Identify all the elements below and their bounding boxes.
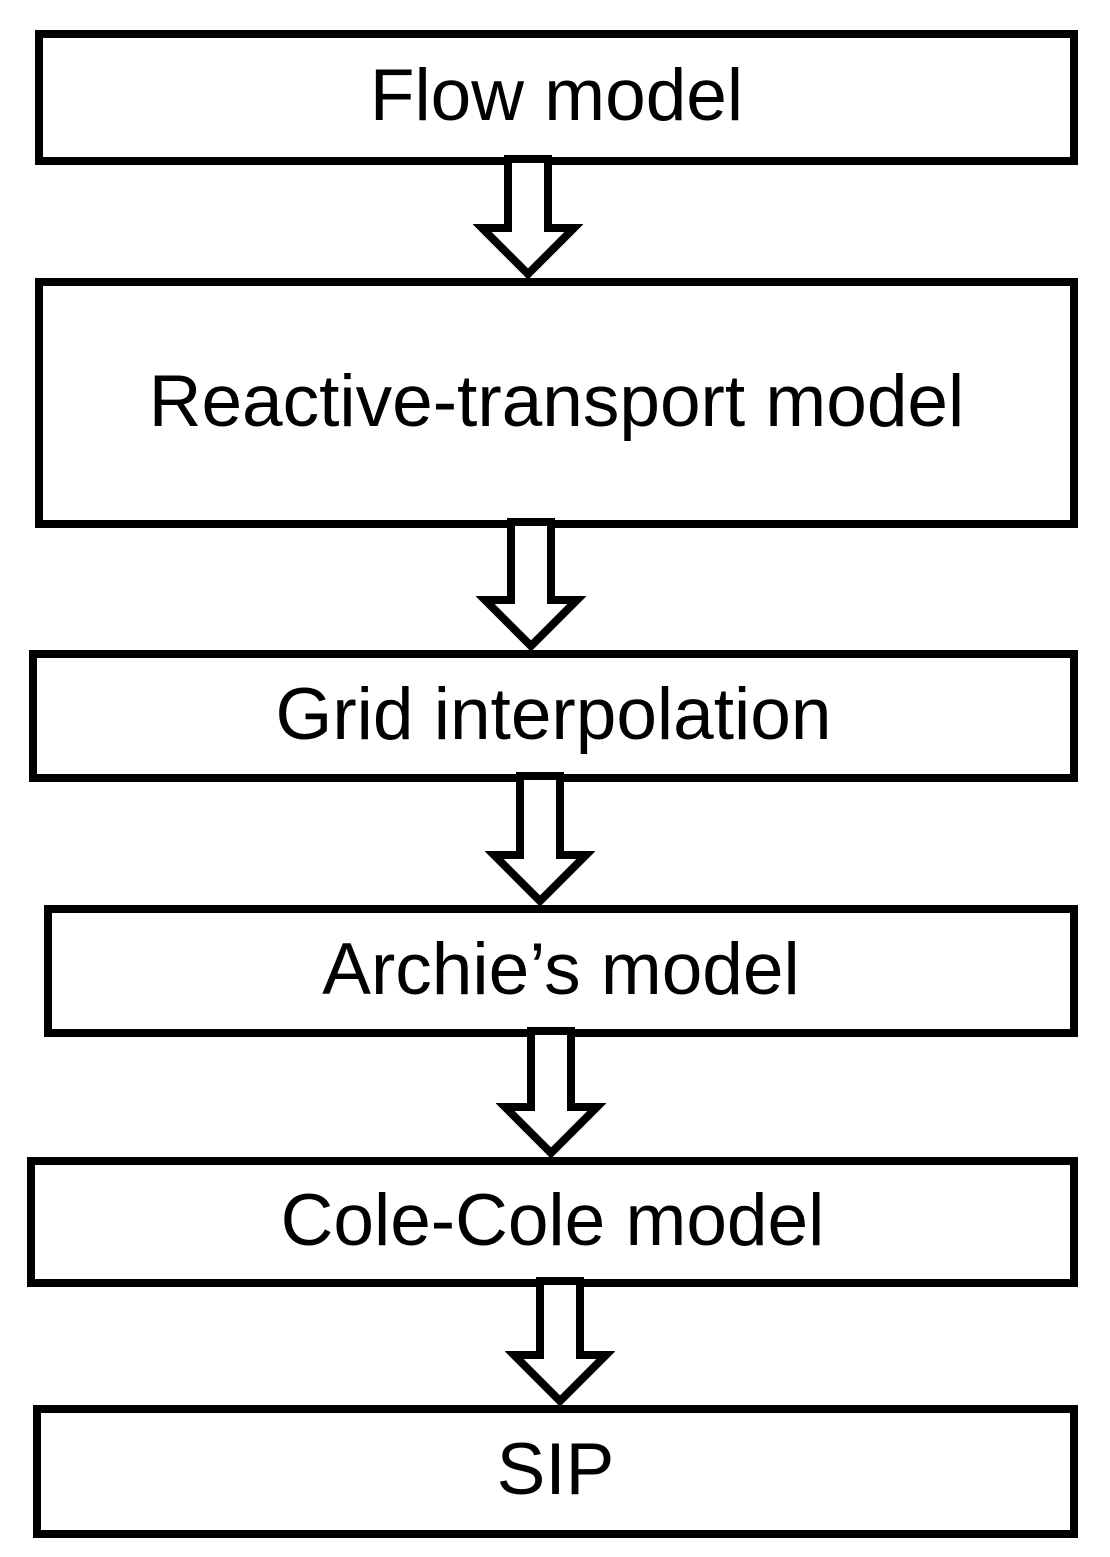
flowchart-box-label: Reactive-transport model (148, 360, 965, 442)
flowchart-box-cole-cole-model: Cole-Cole model (27, 1157, 1078, 1287)
flowchart-box-reactive-transport-model: Reactive-transport model (35, 278, 1078, 528)
block-arrow-down-icon (473, 155, 583, 278)
flowchart-box-label: Flow model (369, 55, 744, 136)
flowchart-box-archies-model: Archie’s model (44, 905, 1078, 1037)
flowchart-box-label: SIP (496, 1429, 615, 1510)
block-arrow-down-icon (496, 1027, 606, 1157)
block-arrow-down-icon (476, 518, 586, 650)
flowchart-box-label: Cole-Cole model (280, 1179, 825, 1261)
block-arrow-down-icon (505, 1277, 615, 1405)
flowchart-box-flow-model: Flow model (35, 30, 1078, 165)
flowchart-box-grid-interpolation: Grid interpolation (29, 650, 1078, 782)
block-arrow-down-icon (485, 772, 595, 905)
flowchart-box-label: Grid interpolation (275, 673, 832, 755)
flowchart-box-label: Archie’s model (322, 928, 800, 1010)
flowchart-box-sip: SIP (33, 1405, 1078, 1538)
